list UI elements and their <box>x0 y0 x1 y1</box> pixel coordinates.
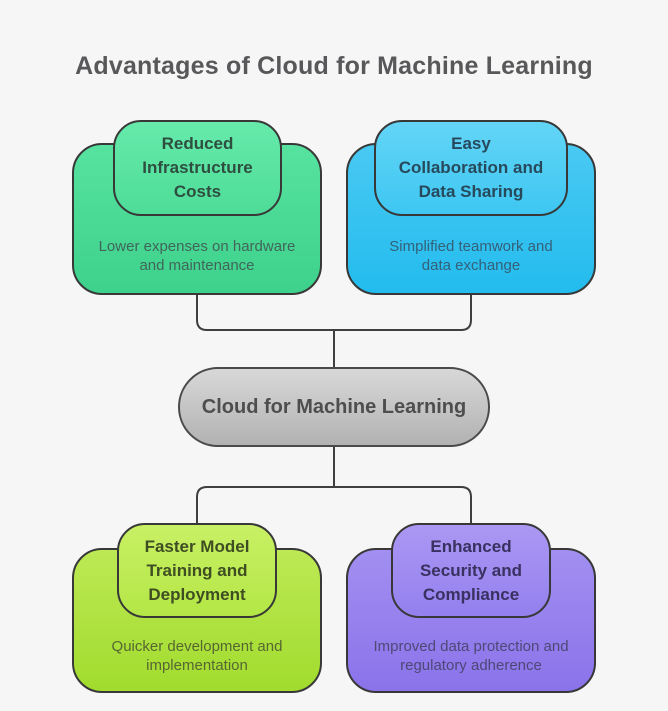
bottom-branches-bracket <box>196 486 472 523</box>
branch-title-box: Reduced Infrastructure Costs <box>113 120 282 216</box>
branch-title: Reduced Infrastructure Costs <box>142 134 253 201</box>
branch-description: Lower expenses on hardware and maintenan… <box>98 237 296 274</box>
branch-title-box: Faster Model Training and Deployment <box>117 523 277 618</box>
branch-description: Improved data protection and regulatory … <box>373 637 569 674</box>
center-node-label: Cloud for Machine Learning <box>201 395 467 418</box>
center-node: Cloud for Machine Learning <box>178 367 490 447</box>
top-branches-bracket <box>196 295 472 331</box>
branch-title: Enhanced Security and Compliance <box>419 536 523 604</box>
branch-description: Quicker development and implementation <box>111 637 283 674</box>
branch-title-box: Enhanced Security and Compliance <box>391 523 551 618</box>
branch-title: Easy Collaboration and Data Sharing <box>398 134 544 201</box>
branch-title: Faster Model Training and Deployment <box>144 536 250 604</box>
branch-description: Simplified teamwork and data exchange <box>389 237 553 274</box>
diagram-title: Advantages of Cloud for Machine Learning <box>75 52 593 80</box>
branch-title-box: Easy Collaboration and Data Sharing <box>374 120 568 216</box>
